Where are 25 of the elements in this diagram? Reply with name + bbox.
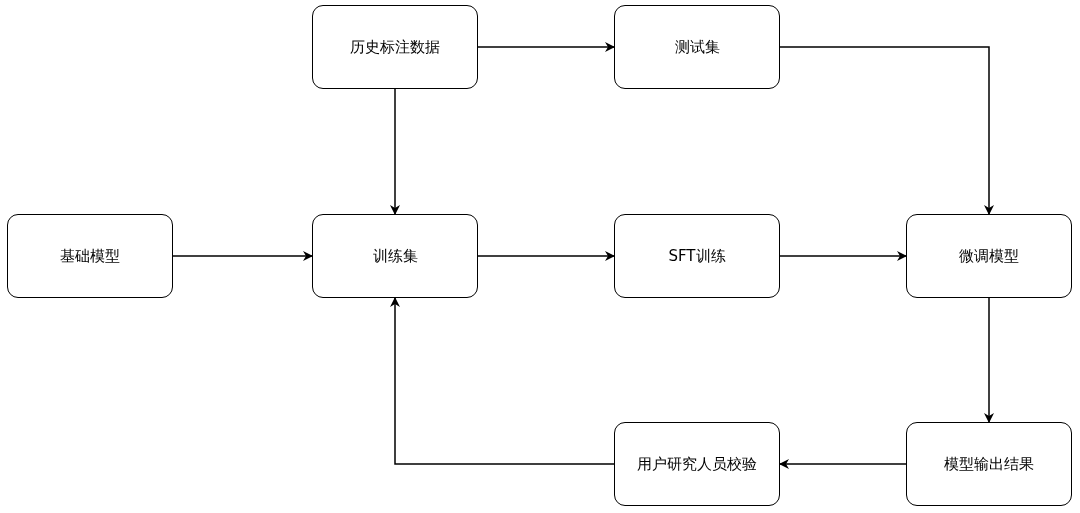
box-label: 模型输出结果 — [944, 454, 1034, 474]
box-label: SFT训练 — [668, 246, 726, 266]
process-box — [614, 422, 780, 506]
arrow — [779, 251, 907, 261]
box-label: 基础模型 — [60, 246, 120, 266]
arrow — [477, 251, 615, 261]
box-label: 历史标注数据 — [350, 37, 440, 57]
process-box — [614, 5, 780, 89]
process-box — [614, 214, 780, 298]
arrow — [172, 251, 313, 261]
arrow — [477, 42, 615, 52]
arrow — [779, 46, 994, 215]
box-label: 测试集 — [674, 37, 720, 57]
arrow — [779, 459, 907, 469]
arrow — [390, 88, 400, 215]
box-label: 训练集 — [372, 246, 418, 266]
process-box — [906, 422, 1072, 506]
process-box — [7, 214, 173, 298]
process-box — [312, 214, 478, 298]
arrow — [390, 297, 615, 465]
box-label: 用户研究人员校验 — [637, 454, 757, 474]
arrow — [984, 297, 994, 423]
process-box — [906, 214, 1072, 298]
process-box — [312, 5, 478, 89]
box-label: 微调模型 — [959, 246, 1019, 266]
